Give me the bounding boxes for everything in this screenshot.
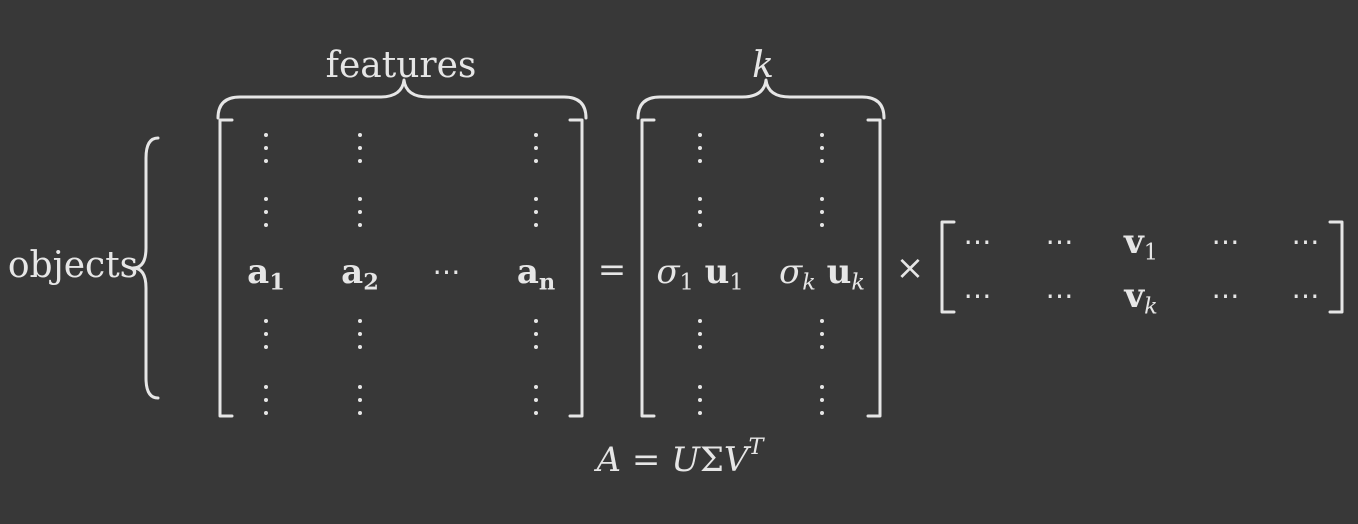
vdots <box>358 385 362 415</box>
horizontal-ellipsis: ⋯ <box>1291 225 1321 258</box>
matrix-a-left-bracket <box>218 118 234 418</box>
matrix-u-left-bracket <box>640 118 656 418</box>
vdots <box>534 197 538 227</box>
horizontal-ellipsis: ⋯ <box>1291 279 1321 312</box>
features-label: features <box>325 45 477 86</box>
times-sign: × <box>895 248 925 288</box>
vdots <box>358 319 362 349</box>
vdots <box>698 319 702 349</box>
svd-equation: A = UΣVT <box>596 434 764 480</box>
horizontal-ellipsis: ⋯ <box>432 255 462 288</box>
objects-brace <box>131 136 160 400</box>
vdots <box>358 197 362 227</box>
horizontal-ellipsis: ⋯ <box>1045 279 1075 312</box>
vdots <box>534 133 538 163</box>
horizontal-ellipsis: ⋯ <box>963 279 993 312</box>
matrix-v-right-bracket <box>1328 220 1344 314</box>
row-vector-vk: vk <box>1124 276 1158 320</box>
column-vector-an: an <box>516 252 556 296</box>
vdots <box>534 319 538 349</box>
vdots <box>698 385 702 415</box>
vdots <box>534 385 538 415</box>
vdots <box>698 197 702 227</box>
objects-label: objects <box>7 245 139 286</box>
horizontal-ellipsis: ⋯ <box>1211 279 1241 312</box>
vdots <box>264 133 268 163</box>
k-brace <box>636 78 886 120</box>
column-vector-a2: a2 <box>341 252 379 296</box>
k-label: k <box>752 45 774 86</box>
column-vector-a1: a1 <box>247 252 285 296</box>
vdots <box>264 385 268 415</box>
vdots <box>820 319 824 349</box>
vdots <box>820 385 824 415</box>
horizontal-ellipsis: ⋯ <box>963 225 993 258</box>
vdots <box>820 133 824 163</box>
horizontal-ellipsis: ⋯ <box>1045 225 1075 258</box>
row-vector-v1: v1 <box>1123 222 1159 266</box>
equals-sign: = <box>597 250 627 290</box>
vdots <box>358 133 362 163</box>
sigma-1-u-1: σ1 u1 <box>656 252 744 296</box>
vdots <box>264 319 268 349</box>
matrix-u-right-bracket <box>866 118 882 418</box>
features-brace <box>216 78 588 120</box>
vdots <box>698 133 702 163</box>
matrix-a-right-bracket <box>568 118 584 418</box>
sigma-k-u-k: σk uk <box>779 252 865 296</box>
horizontal-ellipsis: ⋯ <box>1211 225 1241 258</box>
vdots <box>820 197 824 227</box>
matrix-v-left-bracket <box>940 220 956 314</box>
vdots <box>264 197 268 227</box>
